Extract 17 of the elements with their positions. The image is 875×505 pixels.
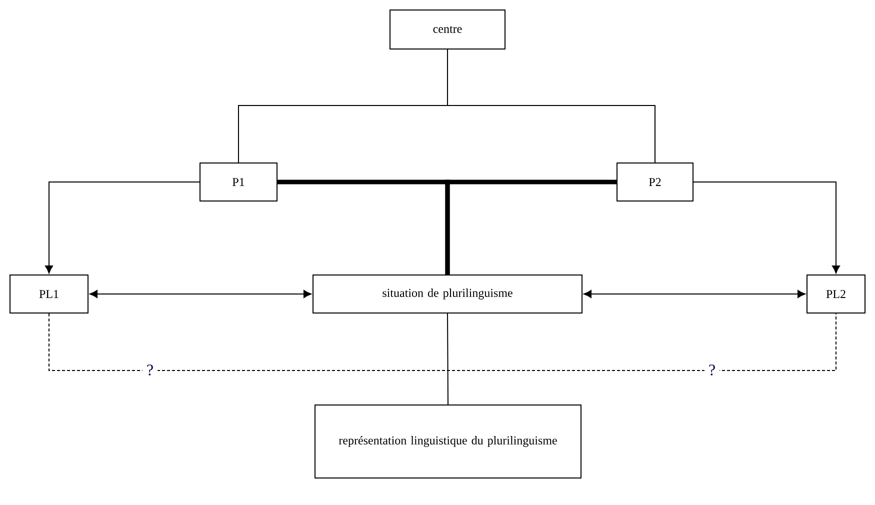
box: P2 xyxy=(616,162,694,202)
arrow xyxy=(693,182,840,274)
edge-label: ? xyxy=(142,360,158,380)
box: PL1 xyxy=(10,274,88,314)
box: centre xyxy=(390,10,506,50)
connector-line xyxy=(48,313,836,371)
arrow xyxy=(584,290,806,298)
box: P1 xyxy=(200,162,278,202)
box: représentation linguistique du plurilinguisme xyxy=(314,404,582,478)
box: PL2 xyxy=(806,274,866,314)
question-mark: ? xyxy=(704,360,720,380)
arrow xyxy=(45,182,200,274)
connector-line xyxy=(447,313,448,405)
connector-line xyxy=(447,49,656,163)
box: situation de plurilinguisme xyxy=(312,274,582,314)
arrow xyxy=(90,290,312,298)
connector-line xyxy=(445,180,616,274)
